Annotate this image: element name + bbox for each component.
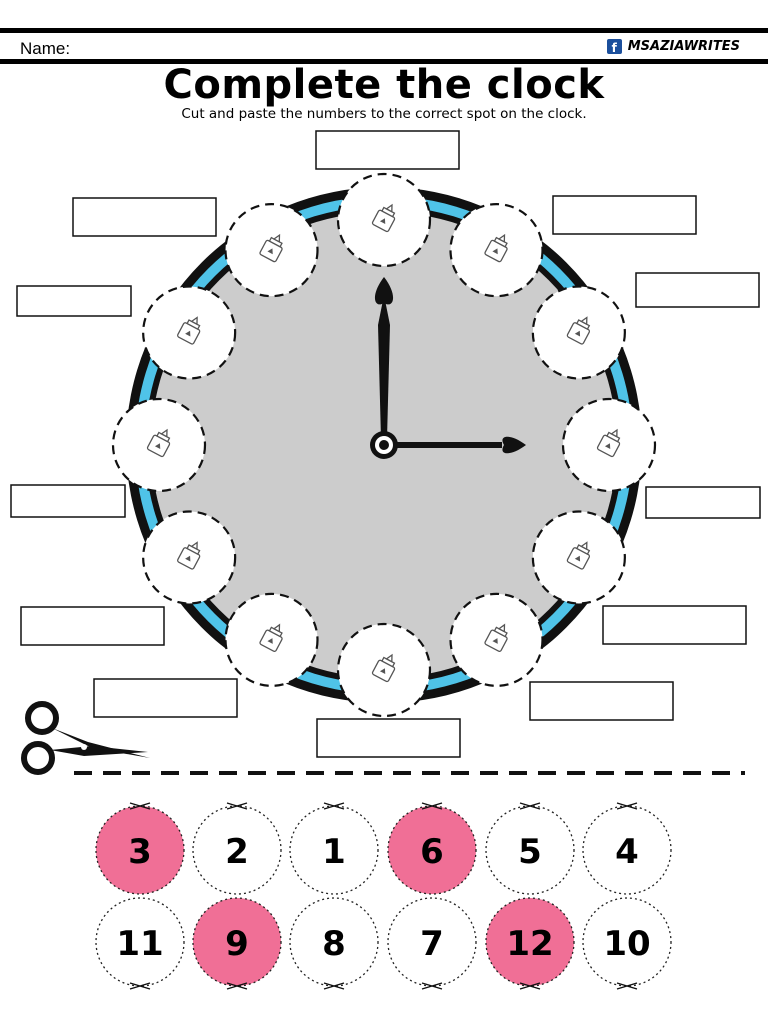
mini-scissors-icon bbox=[323, 802, 345, 810]
mini-scissors-icon bbox=[616, 982, 638, 990]
number-cutout[interactable]: 12 bbox=[485, 897, 575, 990]
number-cutout[interactable]: 7 bbox=[387, 897, 477, 990]
number-cutout[interactable]: 1 bbox=[289, 802, 379, 895]
cutout-circle[interactable] bbox=[582, 805, 672, 895]
answer-box[interactable] bbox=[16, 285, 132, 317]
minute-hand-tip bbox=[502, 436, 526, 454]
mini-scissors-icon bbox=[519, 802, 541, 810]
answer-box[interactable] bbox=[645, 486, 761, 519]
number-cutout[interactable]: 3 bbox=[95, 802, 185, 895]
page-subtitle: Cut and paste the numbers to the correct… bbox=[181, 106, 587, 122]
answer-box[interactable] bbox=[529, 681, 674, 721]
mini-scissors-icon bbox=[519, 982, 541, 990]
cutout-number: 7 bbox=[420, 924, 444, 964]
answer-box[interactable] bbox=[315, 130, 460, 170]
cutout-number: 5 bbox=[518, 832, 542, 872]
scissors-blade bbox=[50, 746, 148, 756]
number-cutout[interactable]: 8 bbox=[289, 897, 379, 990]
mini-scissors-icon bbox=[129, 982, 151, 990]
cutout-circle[interactable] bbox=[95, 897, 185, 987]
hour-hand bbox=[378, 295, 390, 439]
answer-box[interactable] bbox=[602, 605, 747, 645]
number-cutout[interactable]: 4 bbox=[582, 802, 672, 895]
cutout-number: 11 bbox=[116, 924, 163, 964]
cutout-circle[interactable] bbox=[289, 805, 379, 895]
hour-hand-tip bbox=[374, 277, 394, 305]
cutout-number: 12 bbox=[506, 924, 553, 964]
cutout-circle[interactable] bbox=[192, 805, 282, 895]
cutout-number: 1 bbox=[322, 832, 346, 872]
brand-name: MSAZIAWRITES bbox=[627, 39, 740, 54]
cutout-number: 4 bbox=[615, 832, 639, 872]
cutout-circle[interactable] bbox=[582, 897, 672, 987]
cutout-circle[interactable] bbox=[289, 897, 379, 987]
center-pin-dot bbox=[379, 440, 389, 450]
answer-box[interactable] bbox=[635, 272, 760, 308]
answer-box[interactable] bbox=[552, 195, 697, 235]
cutout-circle[interactable] bbox=[387, 805, 477, 895]
answer-box[interactable] bbox=[72, 197, 217, 237]
answer-box[interactable] bbox=[93, 678, 238, 718]
mini-scissors-icon bbox=[226, 802, 248, 810]
facebook-icon: f bbox=[606, 39, 622, 54]
cutout-number: 6 bbox=[420, 832, 444, 872]
mini-scissors-icon bbox=[421, 982, 443, 990]
cutout-number: 10 bbox=[603, 924, 650, 964]
cutout-number: 2 bbox=[225, 832, 249, 872]
mini-scissors-icon bbox=[323, 982, 345, 990]
cutout-circle[interactable] bbox=[485, 805, 575, 895]
cutout-number: 3 bbox=[128, 832, 152, 872]
scissors-handle bbox=[21, 741, 55, 775]
cutout-circle[interactable] bbox=[387, 897, 477, 987]
minute-hand bbox=[390, 442, 502, 448]
mini-scissors-icon bbox=[226, 982, 248, 990]
number-cutout[interactable]: 11 bbox=[95, 897, 185, 990]
scissors-icon bbox=[21, 701, 150, 775]
cutout-circle[interactable] bbox=[485, 897, 575, 987]
mini-scissors-icon bbox=[129, 802, 151, 810]
number-cutout[interactable]: 5 bbox=[485, 802, 575, 895]
mini-scissors-icon bbox=[616, 802, 638, 810]
scissors-pivot bbox=[81, 744, 87, 750]
cutout-number: 8 bbox=[322, 924, 346, 964]
name-label: Name: bbox=[20, 39, 71, 58]
number-cutout[interactable]: 6 bbox=[387, 802, 477, 895]
number-cutout[interactable]: 9 bbox=[192, 897, 282, 990]
number-cutout[interactable]: 10 bbox=[582, 897, 672, 990]
mini-scissors-icon bbox=[421, 802, 443, 810]
scissors-handle bbox=[25, 701, 59, 735]
number-cutout[interactable]: 2 bbox=[192, 802, 282, 895]
answer-box[interactable] bbox=[10, 484, 126, 518]
cutout-number: 9 bbox=[225, 924, 249, 964]
answer-box[interactable] bbox=[20, 606, 165, 646]
page-title: Complete the clock bbox=[163, 62, 605, 108]
header-bar: Name: f MSAZIAWRITES bbox=[0, 28, 768, 64]
brand: f MSAZIAWRITES bbox=[606, 39, 740, 54]
cutout-circle[interactable] bbox=[95, 805, 185, 895]
answer-box[interactable] bbox=[316, 718, 461, 758]
cutout-circle[interactable] bbox=[192, 897, 282, 987]
